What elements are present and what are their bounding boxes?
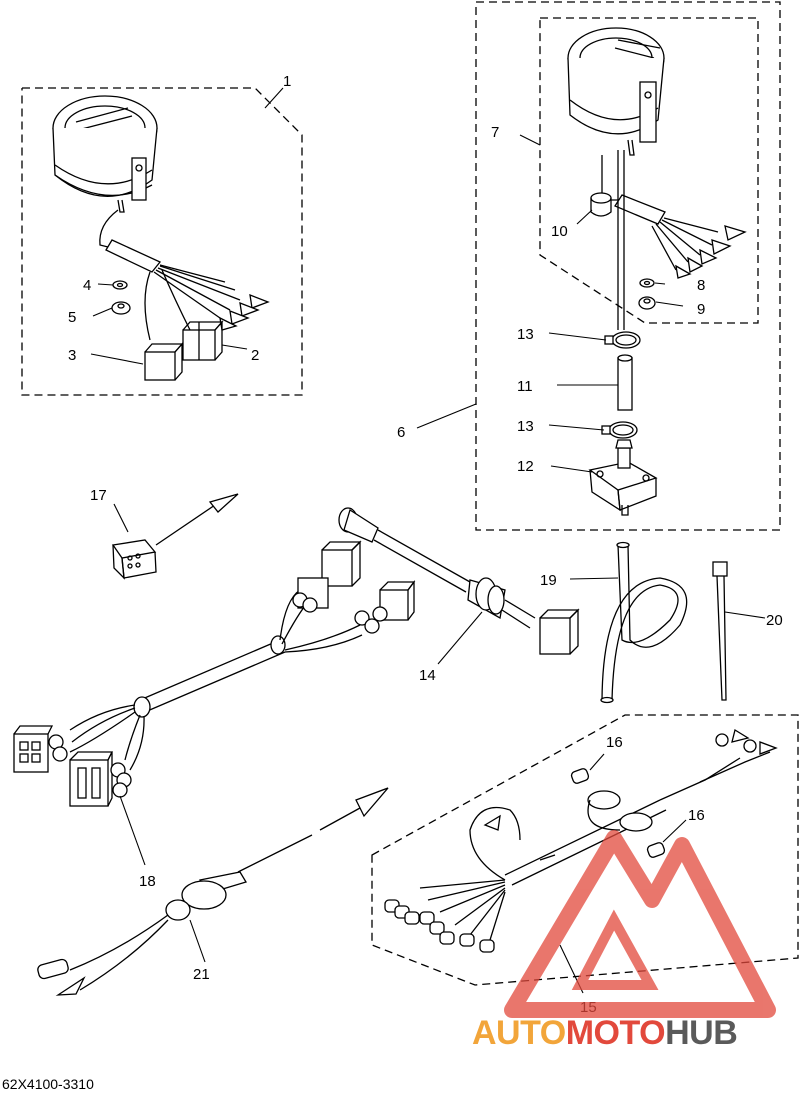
callout-8: 8 xyxy=(697,277,705,294)
terminal-16-left xyxy=(570,768,590,784)
terminal-16-right xyxy=(646,842,666,858)
callout-labels: 1 2 3 4 5 6 7 8 9 10 11 12 13 13 14 15 1… xyxy=(68,73,783,1016)
callout-4: 4 xyxy=(83,277,91,294)
callout-13-lower: 13 xyxy=(517,418,534,435)
callout-10: 10 xyxy=(551,223,568,240)
cable-7 xyxy=(601,150,747,330)
callout-14: 14 xyxy=(419,667,436,684)
callout-21: 21 xyxy=(193,966,210,983)
callout-16-left: 16 xyxy=(606,734,623,751)
group-1-box xyxy=(21,87,303,396)
connector-3 xyxy=(144,342,184,381)
hose-11 xyxy=(617,354,633,411)
callout-9: 9 xyxy=(697,301,705,318)
clamp-13-upper xyxy=(604,331,641,349)
callout-18: 18 xyxy=(139,873,156,890)
clamp-13-lower xyxy=(601,421,638,439)
cable-1 xyxy=(99,209,270,341)
watermark-text: AUTOMOTOHUB xyxy=(472,1014,738,1052)
drawing-code: 62X4100-3310 xyxy=(2,1076,94,1092)
sensor-12 xyxy=(588,439,658,516)
washer-4 xyxy=(112,280,128,290)
svg-text:AUTOMOTOHUB: AUTOMOTOHUB xyxy=(472,1014,737,1052)
wire-21 xyxy=(37,787,389,996)
callout-7: 7 xyxy=(491,124,499,141)
gauge-7 xyxy=(567,27,665,156)
leader-lines xyxy=(90,87,766,994)
callout-1: 1 xyxy=(283,73,291,90)
tube-19 xyxy=(600,541,688,704)
group-15-box xyxy=(371,714,799,986)
nut-9 xyxy=(638,296,656,310)
callout-17: 17 xyxy=(90,487,107,504)
gauge-1 xyxy=(52,95,158,213)
harness-15 xyxy=(384,728,778,953)
watermark-hub: HUB xyxy=(665,1014,737,1052)
connector-17 xyxy=(111,493,239,580)
callout-19: 19 xyxy=(540,572,557,589)
callout-20: 20 xyxy=(766,612,783,629)
callout-12: 12 xyxy=(517,458,534,475)
washer-8 xyxy=(639,278,655,288)
callout-3: 3 xyxy=(68,347,76,364)
callout-2: 2 xyxy=(251,347,259,364)
connector-2 xyxy=(182,320,224,361)
callout-5: 5 xyxy=(68,309,76,326)
group-7-box xyxy=(539,17,759,324)
cap-10 xyxy=(590,192,612,217)
cable-14 xyxy=(338,507,580,655)
harness-18 xyxy=(13,540,416,807)
callout-11: 11 xyxy=(517,378,533,395)
callout-13-upper: 13 xyxy=(517,326,534,343)
watermark-auto: AUTO xyxy=(472,1014,566,1052)
watermark-logo-icon xyxy=(504,830,776,1018)
tie-20 xyxy=(712,561,728,701)
callout-6: 6 xyxy=(397,424,405,441)
watermark-moto: MOTO xyxy=(566,1014,665,1052)
nut-5 xyxy=(111,301,131,315)
callout-16-right: 16 xyxy=(688,807,705,824)
